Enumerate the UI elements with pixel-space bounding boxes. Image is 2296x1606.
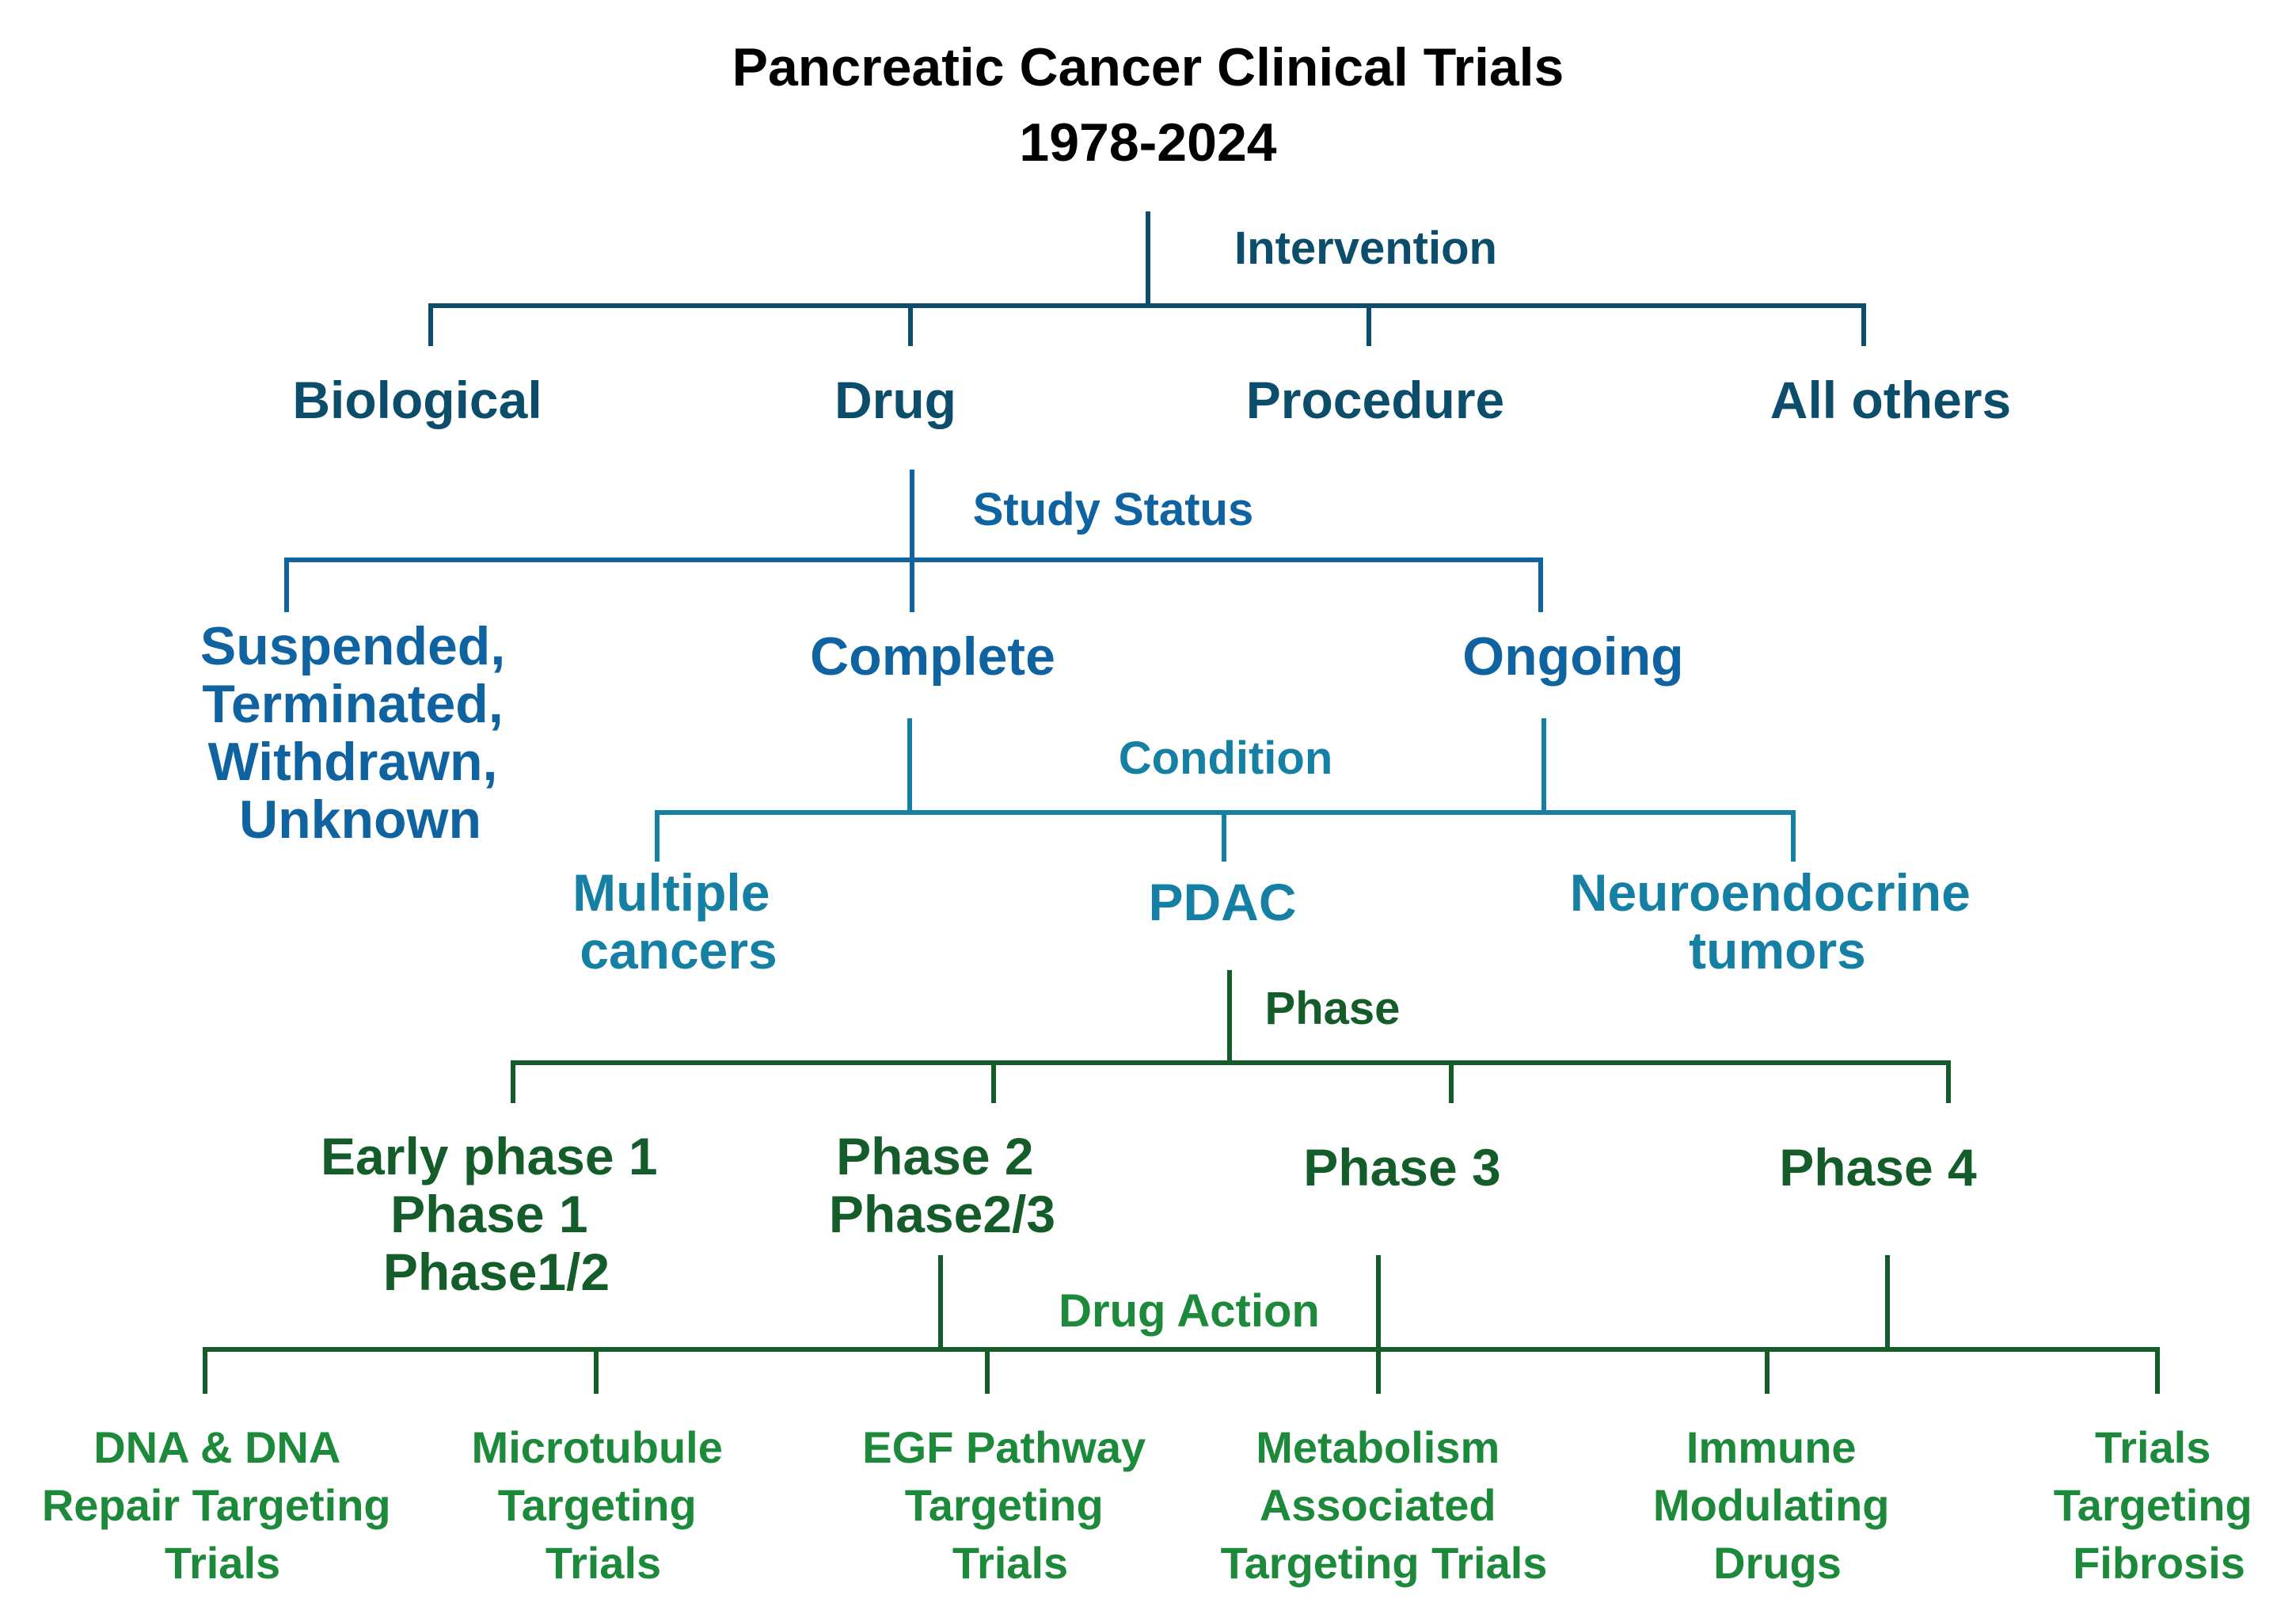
intervention-section-label: Intervention bbox=[1234, 223, 1497, 274]
condition-section-label: Condition bbox=[1119, 733, 1333, 784]
status-suspended-terminated-withdrawn-unknown: Suspended, Terminated, Withdrawn, Unknow… bbox=[200, 616, 520, 850]
diagram-title-line2: 1978-2024 bbox=[1019, 112, 1276, 173]
phase-early-1-1-1-2: Early phase 1 Phase 1 Phase1/2 bbox=[321, 1127, 672, 1301]
intervention-procedure: Procedure bbox=[1246, 371, 1504, 429]
drug-action-egf-pathway: EGF Pathway Targeting Trials bbox=[862, 1422, 1158, 1588]
study-status-connectors bbox=[284, 470, 1543, 612]
phase-section-label: Phase bbox=[1265, 983, 1401, 1034]
phase-connectors bbox=[511, 970, 1951, 1103]
phase-2-2-3: Phase 2 Phase2/3 bbox=[829, 1127, 1055, 1243]
diagram-title-line1: Pancreatic Cancer Clinical Trials bbox=[732, 37, 1564, 97]
drug-action-fibrosis: Trials Targeting Fibrosis bbox=[2054, 1422, 2265, 1588]
phase-4: Phase 4 bbox=[1779, 1138, 1977, 1197]
drug-action-connectors bbox=[203, 1255, 2160, 1394]
condition-connectors bbox=[655, 718, 1796, 862]
condition-neuroendocrine-tumors: Neuroendocrine tumors bbox=[1570, 863, 1985, 980]
drug-action-immune-modulating: Immune Modulating Drugs bbox=[1653, 1422, 1902, 1588]
study-status-section-label: Study Status bbox=[973, 484, 1254, 535]
status-complete: Complete bbox=[810, 626, 1055, 687]
intervention-drug: Drug bbox=[834, 371, 956, 429]
drug-action-microtubule: Microtubule Targeting Trials bbox=[472, 1422, 736, 1588]
intervention-biological: Biological bbox=[292, 371, 542, 429]
intervention-all-others: All others bbox=[1770, 371, 2011, 429]
status-ongoing: Ongoing bbox=[1462, 626, 1683, 687]
intervention-connectors bbox=[428, 211, 1866, 346]
drug-action-dna-repair: DNA & DNA Repair Targeting Trials bbox=[42, 1422, 403, 1588]
condition-multiple-cancers: Multiple cancers bbox=[572, 863, 785, 980]
phase-3: Phase 3 bbox=[1303, 1138, 1501, 1197]
condition-pdac: PDAC bbox=[1148, 873, 1296, 931]
drug-action-metabolism: Metabolism Associated Targeting Trials bbox=[1221, 1422, 1548, 1588]
drug-action-section-label: Drug Action bbox=[1059, 1285, 1320, 1337]
